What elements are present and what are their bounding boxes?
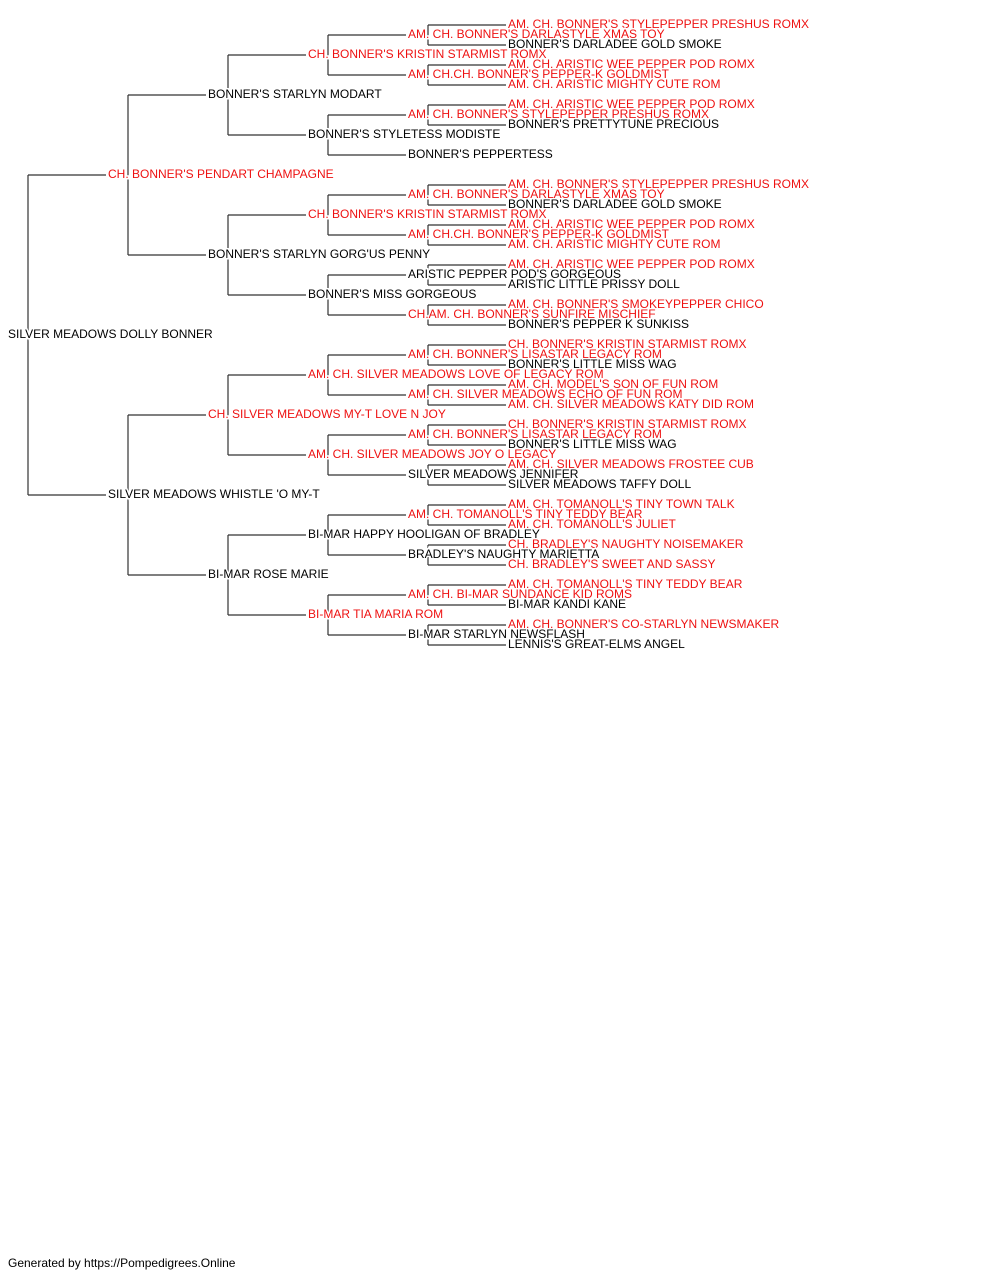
ancestor-name: AM. CH. ARISTIC WEE PEPPER POD ROMX [508,257,755,271]
ancestor-name: BONNER'S DARLADEE GOLD SMOKE [508,197,722,211]
ancestor-name: ARISTIC PEPPER POD'S GORGEOUS [408,267,621,281]
ancestor-name: AM. CH. TOMANOLL'S JULIET [508,517,677,531]
ancestor-name: AM. CH. ARISTIC WEE PEPPER POD ROMX [508,217,755,231]
ancestor-name: CH. BONNER'S KRISTIN STARMIST ROMX [308,47,547,61]
ancestor-name: BI-MAR STARLYN NEWSFLASH [408,627,585,641]
ancestor-name: LENNIS'S GREAT-ELMS ANGEL [508,637,685,651]
ancestor-name: CH. BONNER'S KRISTIN STARMIST ROMX [508,417,747,431]
ancestor-name: AM. CH. BONNER'S STYLEPEPPER PRESHUS ROM… [508,177,809,191]
ancestor-name: AM. CH. BONNER'S CO-STARLYN NEWSMAKER [508,617,780,631]
ancestor-name: CH.AM. CH. BONNER'S SUNFIRE MISCHIEF [408,307,656,321]
ancestor-name: AM. CH. BONNER'S STYLEPEPPER PRESHUS ROM… [508,17,809,31]
subject-dog-name: SILVER MEADOWS DOLLY BONNER [8,327,213,341]
ancestor-name: AM. CH. BONNER'S STYLEPEPPER PRESHUS ROM… [408,107,709,121]
ancestor-name: AM. CH. SILVER MEADOWS ECHO OF FUN ROM [408,387,682,401]
ancestor-name: SILVER MEADOWS JENNIFER [408,467,579,481]
ancestor-name: AM. CH. BONNER'S LISASTAR LEGACY ROM [408,347,662,361]
ancestor-name: ARISTIC LITTLE PRISSY DOLL [508,277,680,291]
ancestor-name: AM. CH. BI-MAR SUNDANCE KID ROMS [408,587,632,601]
ancestor-name: AM. CH. SILVER MEADOWS JOY O LEGACY [308,447,556,461]
ancestor-name: CH. BRADLEY'S NAUGHTY NOISEMAKER [508,537,744,551]
ancestor-name: BONNER'S MISS GORGEOUS [308,287,476,301]
ancestor-name: AM. CH. BONNER'S SMOKEYPEPPER CHICO [508,297,764,311]
ancestor-name: BRADLEY'S NAUGHTY MARIETTA [408,547,599,561]
ancestor-name: AM. CH. TOMANOLL'S TINY TEDDY BEAR [408,507,643,521]
ancestor-name: AM. CH. SILVER MEADOWS LOVE OF LEGACY RO… [308,367,604,381]
ancestor-name: CH. BONNER'S KRISTIN STARMIST ROMX [308,207,547,221]
ancestor-name: BONNER'S LITTLE MISS WAG [508,357,677,371]
ancestor-name: BONNER'S LITTLE MISS WAG [508,437,677,451]
ancestor-name: AM. CH.CH. BONNER'S PEPPER-K GOLDMIST [408,67,670,81]
ancestor-name: BONNER'S STARLYN MODART [208,87,382,101]
ancestor-name: CH. BONNER'S KRISTIN STARMIST ROMX [508,337,747,351]
ancestor-name: AM. CH. TOMANOLL'S TINY TEDDY BEAR [508,577,743,591]
ancestor-name: AM. CH. SILVER MEADOWS FROSTEE CUB [508,457,754,471]
ancestor-name: BONNER'S PRETTYTUNE PRECIOUS [508,117,719,131]
ancestor-name: AM. CH. BONNER'S DARLASTYLE XMAS TOY [408,27,665,41]
ancestor-name: BI-MAR KANDI KANE [508,597,626,611]
ancestor-name: AM. CH. BONNER'S LISASTAR LEGACY ROM [408,427,662,441]
ancestor-name: SILVER MEADOWS WHISTLE 'O MY-T [108,487,320,501]
footer-credit: Generated by https://Pompedigrees.Online [8,1256,236,1270]
ancestor-name: AM. CH. TOMANOLL'S TINY TOWN TALK [508,497,735,511]
ancestor-name: CH. BONNER'S PENDART CHAMPAGNE [108,167,334,181]
ancestor-name: BI-MAR ROSE MARIE [208,567,329,581]
ancestor-name: AM. CH.CH. BONNER'S PEPPER-K GOLDMIST [408,227,670,241]
ancestor-name: BI-MAR TIA MARIA ROM [308,607,443,621]
ancestor-name: BONNER'S PEPPER K SUNKISS [508,317,689,331]
ancestor-name: CH. BRADLEY'S SWEET AND SASSY [508,557,715,571]
ancestor-name: BI-MAR HAPPY HOOLIGAN OF BRADLEY [308,527,540,541]
ancestor-name: BONNER'S DARLADEE GOLD SMOKE [508,37,722,51]
ancestor-name: AM. CH. BONNER'S DARLASTYLE XMAS TOY [408,187,665,201]
ancestor-name: AM. CH. MODEL'S SON OF FUN ROM [508,377,718,391]
ancestor-name: SILVER MEADOWS TAFFY DOLL [508,477,691,491]
ancestor-name: BONNER'S STYLETESS MODISTE [308,127,500,141]
ancestor-name: BONNER'S PEPPERTESS [408,147,553,161]
ancestor-name: AM. CH. SILVER MEADOWS KATY DID ROM [508,397,754,411]
ancestor-name: AM. CH. ARISTIC MIGHTY CUTE ROM [508,77,720,91]
ancestor-name: BONNER'S STARLYN GORG'US PENNY [208,247,430,261]
ancestor-name: AM. CH. ARISTIC WEE PEPPER POD ROMX [508,57,755,71]
ancestor-name: AM. CH. ARISTIC WEE PEPPER POD ROMX [508,97,755,111]
ancestor-name: AM. CH. ARISTIC MIGHTY CUTE ROM [508,237,720,251]
ancestor-name: CH. SILVER MEADOWS MY-T LOVE N JOY [208,407,446,421]
